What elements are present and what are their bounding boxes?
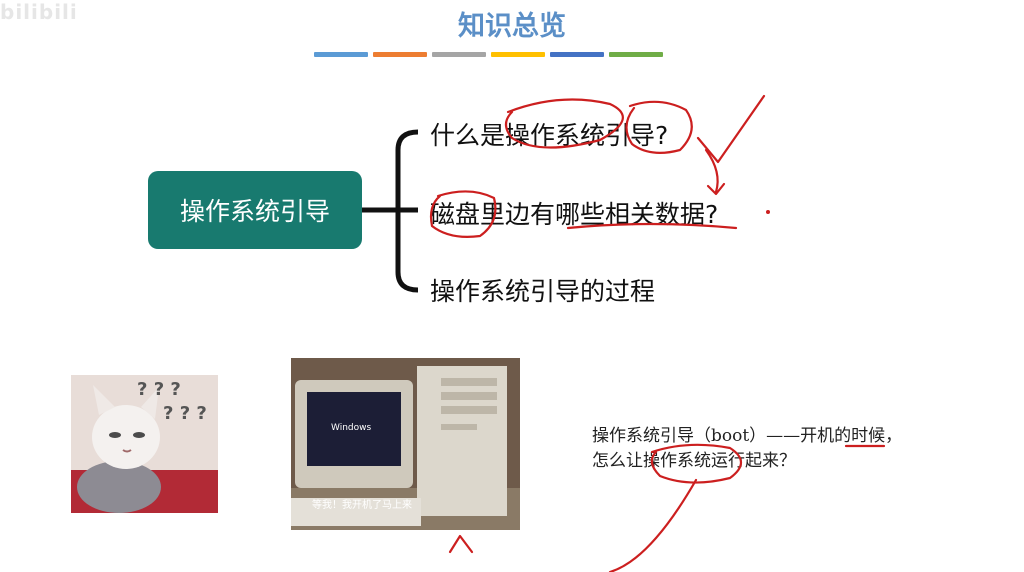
arrow-annotation-curve — [704, 148, 719, 194]
color-bar-2 — [373, 52, 427, 57]
checkmark-annotation — [696, 94, 766, 164]
cat-question-marks-2: ? ? ? — [163, 403, 207, 424]
computer-image-subtitle: 等我！我开机了马上来 — [312, 500, 412, 511]
underline-annotation-data — [566, 222, 738, 230]
page-title: 知识总览 — [458, 11, 566, 42]
confused-cat-image: ? ? ? ? ? ? — [71, 375, 218, 513]
color-bar-1 — [314, 52, 368, 57]
circle-annotation-os — [650, 443, 743, 484]
color-bar-4 — [491, 52, 545, 57]
branch-boot-process: 操作系统引导的过程 — [430, 277, 656, 306]
color-bar-5 — [550, 52, 604, 57]
old-computer-image: Windows — [291, 358, 520, 530]
arrow-line-to-image — [608, 478, 698, 572]
dot-annotation — [766, 210, 770, 214]
arrow-annotation-head — [706, 182, 726, 196]
boot-definition-line2: 怎么让操作系统运行起来？ — [592, 451, 796, 471]
windows-screen-text: Windows — [331, 423, 371, 433]
title-color-bars — [314, 52, 663, 57]
cat-question-marks: ? ? ? — [137, 379, 181, 400]
arrow-head-to-image — [448, 534, 474, 554]
circle-annotation-boot — [625, 100, 693, 155]
color-bar-6 — [609, 52, 663, 57]
boot-definition-line1: 操作系统引导（boot）——开机的时候， — [592, 426, 903, 446]
circle-annotation-disk — [429, 190, 497, 238]
circle-annotation-os-boot — [504, 98, 624, 149]
bilibili-watermark: bilibili — [0, 0, 78, 24]
color-bar-3 — [432, 52, 486, 57]
main-topic-node: 操作系统引导 — [148, 171, 362, 249]
